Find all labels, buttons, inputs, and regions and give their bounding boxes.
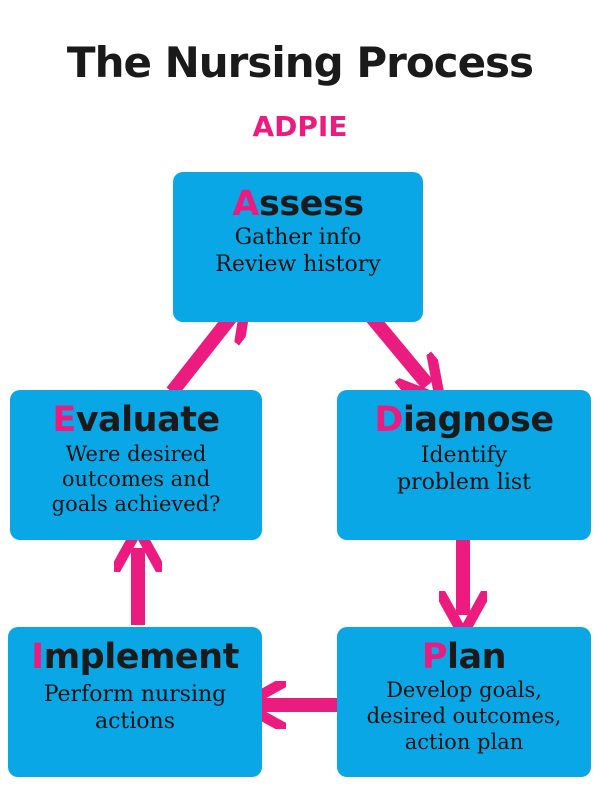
step-implement-label: mplement <box>43 637 240 677</box>
step-implement-initial: I <box>31 637 44 677</box>
step-plan-description: Develop goals, desired outcomes, action … <box>366 678 562 754</box>
step-evaluate-heading: Evaluate <box>10 400 262 440</box>
step-evaluate-initial: E <box>52 400 76 440</box>
step-diagnose-heading: Diagnose <box>337 400 591 440</box>
step-diagnose-box: Diagnose Identify problem list <box>337 390 591 540</box>
step-assess-label: ssess <box>259 184 364 224</box>
step-diagnose-initial: D <box>374 400 403 440</box>
step-assess-initial: A <box>232 184 259 224</box>
step-plan-box: Plan Develop goals, desired outcomes, ac… <box>337 627 591 777</box>
step-plan-heading: Plan <box>337 637 591 677</box>
step-implement-heading: Implement <box>8 637 262 677</box>
step-plan-label: lan <box>447 637 507 677</box>
step-evaluate-label: valuate <box>75 400 220 440</box>
page-subtitle: ADPIE <box>252 110 348 143</box>
step-diagnose-label: iagnose <box>402 400 554 440</box>
step-assess-heading: Assess <box>173 184 423 224</box>
step-implement-box: Implement Perform nursing actions <box>8 627 262 777</box>
step-evaluate-description: Were desired outcomes and goals achieved… <box>51 442 221 516</box>
step-evaluate-box: Evaluate Were desired outcomes and goals… <box>10 390 262 540</box>
step-assess-description: Gather info Review history <box>215 225 381 277</box>
step-diagnose-description: Identify problem list <box>396 443 532 495</box>
step-assess-box: Assess Gather info Review history <box>173 172 423 322</box>
arrow-evaluate-to-assess <box>166 312 235 397</box>
step-implement-description: Perform nursing actions <box>43 682 227 734</box>
page-title: The Nursing Process <box>66 38 534 87</box>
step-plan-initial: P <box>421 637 448 677</box>
